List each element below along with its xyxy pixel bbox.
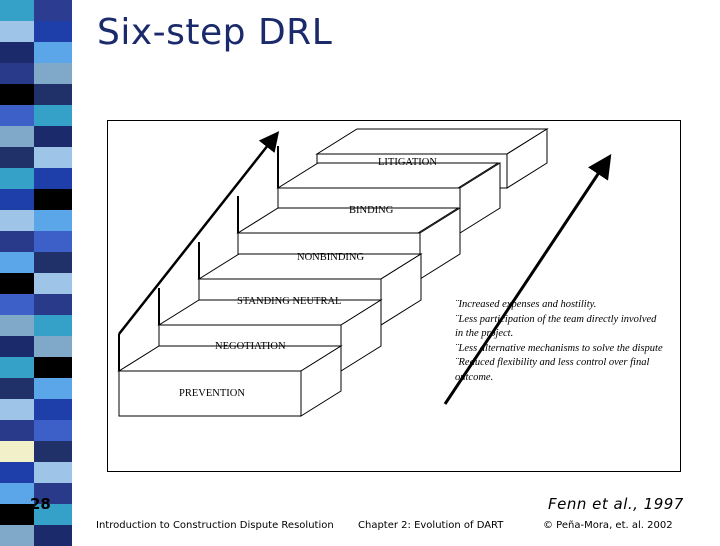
note-item: ¨Increased expenses and hostility.	[455, 299, 597, 310]
note-item: ¨Reduced flexibility and less control ov…	[455, 357, 650, 383]
consequence-notes: ¨Increased expenses and hostility. ¨Less…	[455, 298, 667, 385]
step-label-binding: BINDING	[349, 205, 394, 216]
footer-chapter: Chapter 2: Evolution of DART	[358, 520, 504, 531]
left-escalation-arrow	[118, 131, 280, 335]
slide-title: Six-step DRL	[97, 12, 333, 53]
drl-staircase-diagram: LITIGATION BINDING NONBINDING STANDING N…	[107, 120, 681, 472]
step-prevention	[117, 345, 343, 417]
decorative-stripe	[0, 0, 72, 546]
note-item: ¨Less alternative mechanisms to solve th…	[455, 342, 663, 354]
step-label-negotiation: NEGOTIATION	[215, 341, 286, 352]
step-label-litigation: LITIGATION	[378, 157, 437, 168]
citation: Fenn et al., 1997	[548, 495, 684, 513]
footer-course: Introduction to Construction Dispute Res…	[96, 520, 334, 531]
stair-rails	[118, 146, 279, 371]
right-cost-arrow	[443, 154, 612, 405]
staircase-drawing	[117, 128, 612, 417]
step-label-nonbinding: NONBINDING	[297, 252, 365, 263]
footer-copyright: © Peña-Mora, et. al. 2002	[543, 520, 673, 531]
step-label-prevention: PREVENTION	[179, 388, 245, 399]
step-label-standing-neutral: STANDING NEUTRAL	[237, 296, 342, 307]
page-number: 28	[30, 495, 51, 513]
note-item: ¨Less participation of the team directly…	[455, 313, 657, 340]
